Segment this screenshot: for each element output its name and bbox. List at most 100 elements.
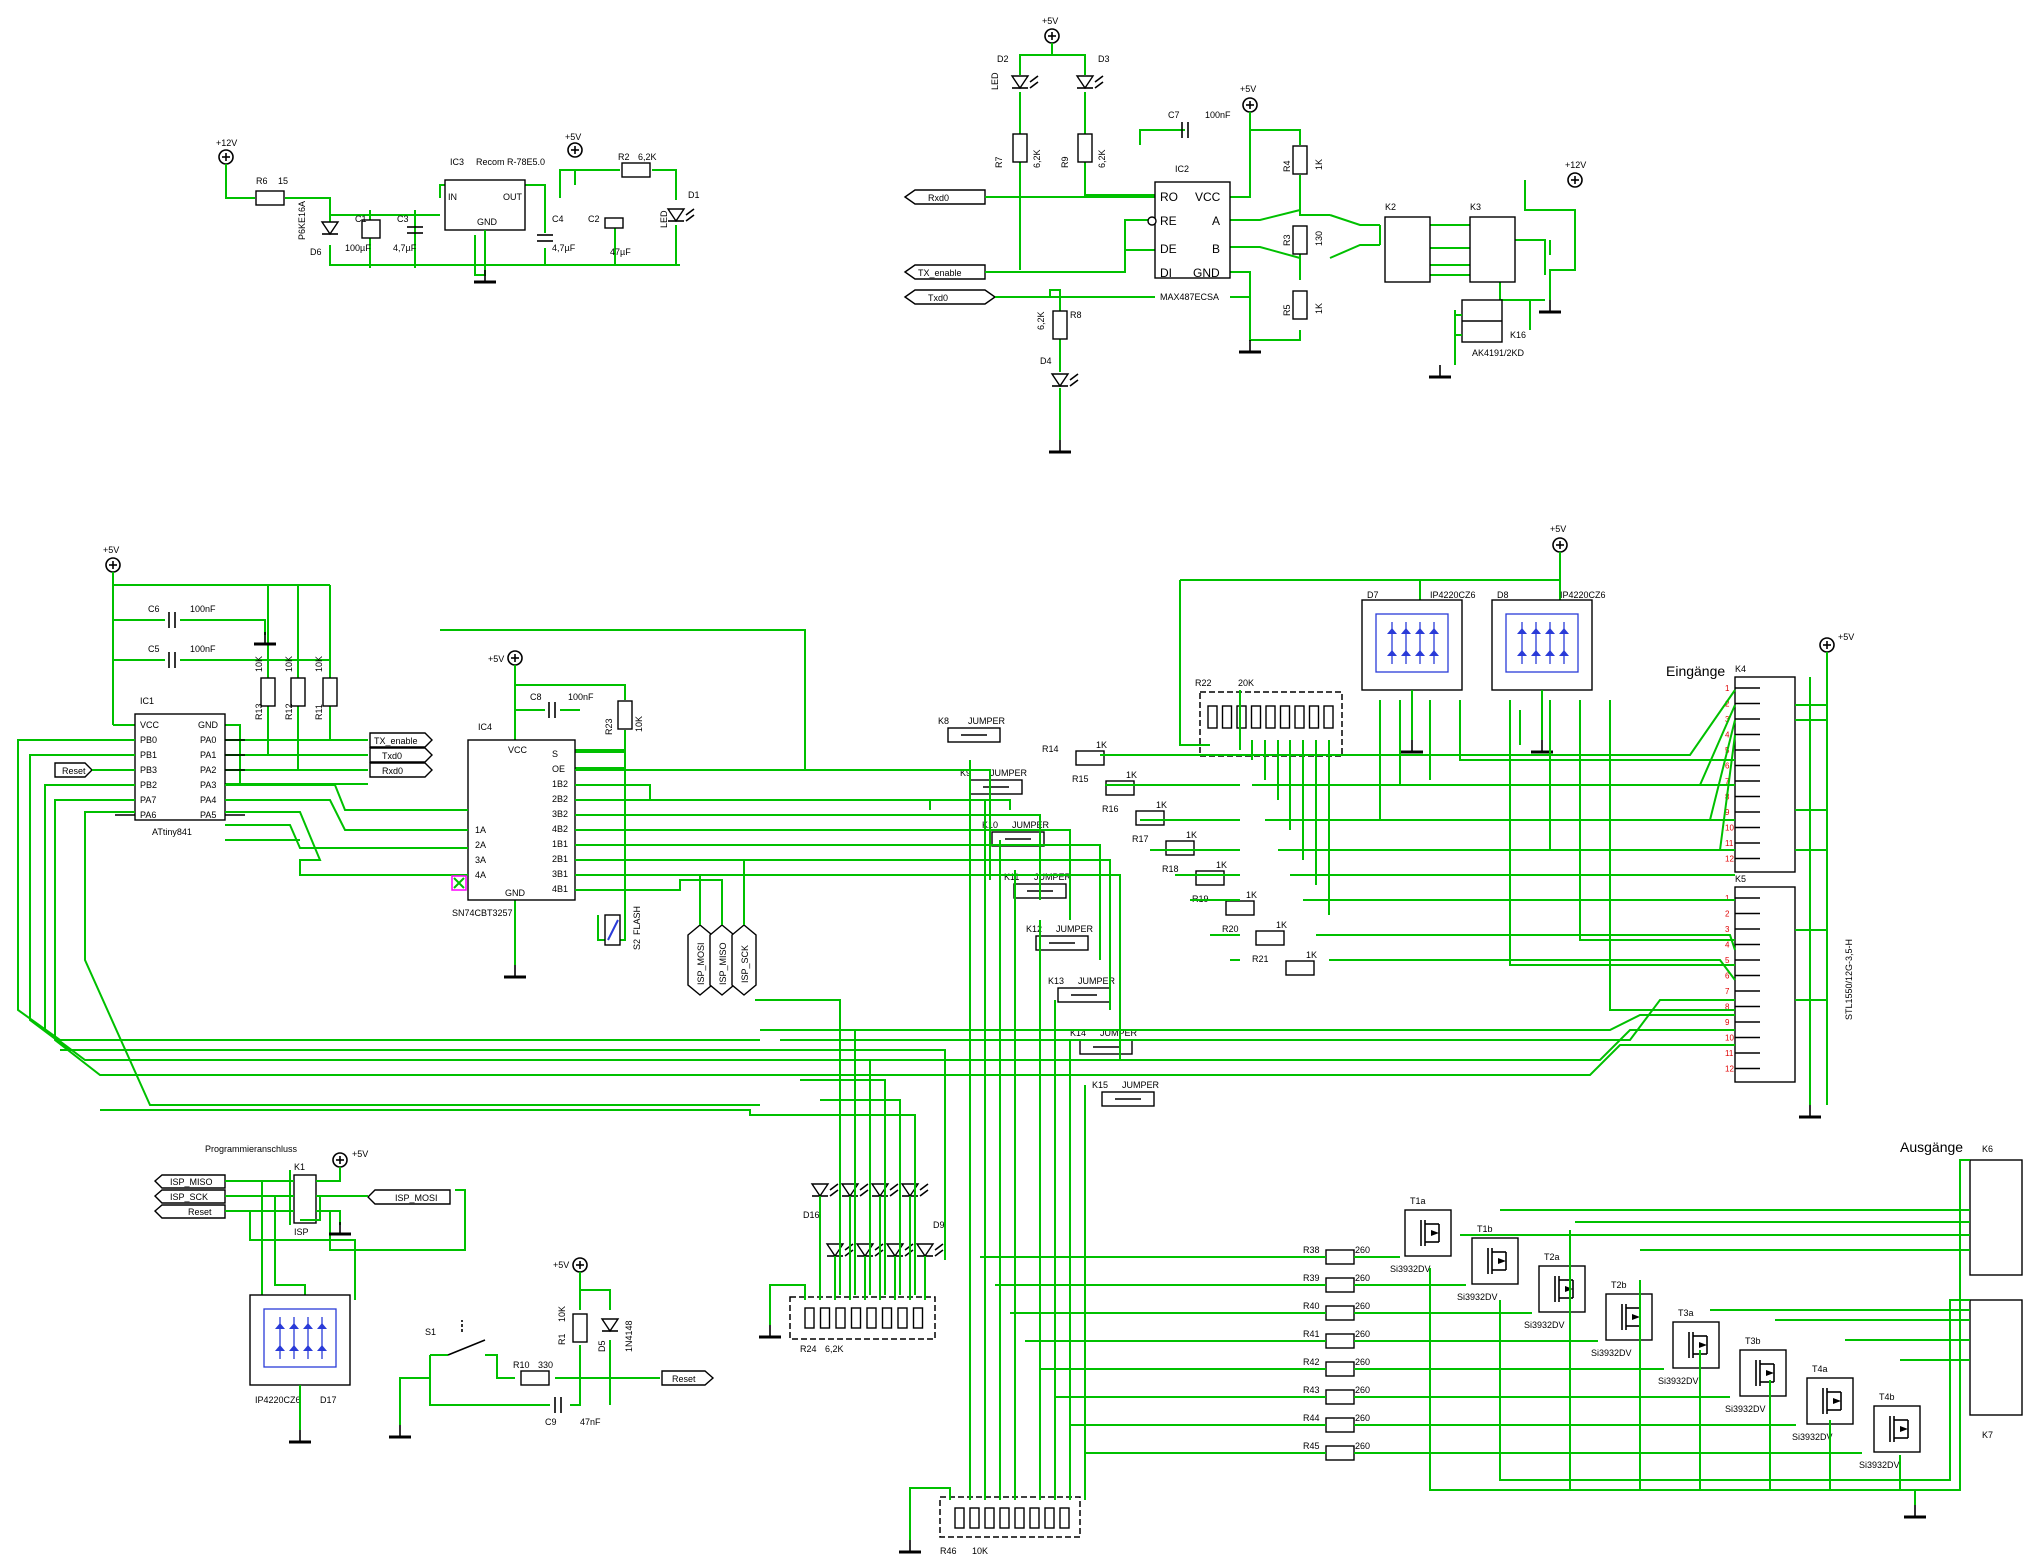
r1-value: 10K	[557, 1306, 567, 1322]
r46-element	[969, 1507, 980, 1529]
power-supply-section: +12V R6 15 D6 P6KE16A C1 100µF C3 4,7µF …	[216, 132, 700, 284]
ic2-value: MAX487ECSA	[1160, 292, 1219, 302]
c7-name: C7	[1168, 110, 1180, 120]
resistor-r38	[1325, 1249, 1355, 1265]
k2-name: K2	[1385, 202, 1396, 212]
k4-pin-number: 3	[1725, 715, 1730, 724]
resistor-value: 260	[1355, 1301, 1370, 1311]
ic1-pin-pa1: PA1	[200, 750, 216, 760]
r22-element	[1265, 705, 1276, 729]
k4-pin-number: 4	[1725, 731, 1730, 740]
resistor-r15	[1105, 780, 1135, 796]
ic1-pin-pa7: PA7	[140, 795, 156, 805]
r22-name: R22	[1195, 678, 1212, 688]
resistor-value: 260	[1355, 1273, 1370, 1283]
r22-element	[1250, 705, 1262, 729]
resistor-value: 1K	[1126, 770, 1137, 780]
k4-pin-number: 9	[1725, 808, 1730, 817]
ic2-gnd: GND	[1193, 266, 1220, 280]
ic4-vcc: VCC	[508, 745, 528, 755]
r46-element	[1059, 1507, 1070, 1529]
jumper-k8	[947, 727, 1001, 743]
ic2-vcc: VCC	[1195, 190, 1221, 204]
d5-name: D5	[597, 1340, 607, 1352]
jumper-label: JUMPER	[1122, 1080, 1160, 1090]
r3-name: R3	[1282, 234, 1292, 246]
ic4-pin-2b1: 2B1	[552, 854, 568, 864]
mosfet-name: T1a	[1410, 1196, 1426, 1206]
jumper-label: JUMPER	[1100, 1028, 1138, 1038]
r13-value: 10K	[254, 656, 264, 672]
c8-name: C8	[530, 692, 542, 702]
r24-name: R24	[800, 1344, 817, 1354]
p12-k-label: +12V	[1565, 160, 1586, 170]
k4-pin-number: 10	[1725, 824, 1734, 833]
r7-value: 6,2K	[1032, 149, 1042, 168]
isp-miso-net: ISP_MISO	[718, 942, 728, 985]
resistor-value: 260	[1355, 1441, 1370, 1451]
ic1-vcc: VCC	[140, 720, 160, 730]
d6-value: P6KE16A	[297, 201, 307, 240]
jumper-name: K8	[938, 716, 949, 726]
resistor-value: 1K	[1276, 920, 1287, 930]
r7-name: R7	[994, 156, 1004, 168]
mosfet-name: T4b	[1879, 1392, 1895, 1402]
r1-name: R1	[557, 1333, 567, 1345]
mosfet-t4a	[1806, 1377, 1854, 1425]
input-section: +5V D7 IP4220CZ6 D8 IP4220CZ6 R22 20K Ei…	[938, 524, 1854, 1119]
d2-name: D2	[997, 54, 1009, 64]
c6-name: C6	[148, 604, 160, 614]
r6-name: R6	[256, 176, 268, 186]
jumper-label: JUMPER	[1078, 976, 1116, 986]
r5-name: R5	[1282, 304, 1292, 316]
r10-name: R10	[513, 1360, 530, 1370]
r24-element	[819, 1307, 831, 1329]
r24-element	[897, 1307, 908, 1329]
k5-pin-number: 11	[1725, 1049, 1734, 1058]
resistor-name: R45	[1303, 1441, 1320, 1451]
mcu-section: +5V C6 100nF C5 100nF R13 10K R12 10K R1…	[54, 545, 433, 837]
jumper-k15	[1101, 1091, 1155, 1107]
isp-sck-label: ISP_SCK	[170, 1192, 208, 1202]
isp-section: Programmieranschluss +5V ISP_MISO ISP_SC…	[153, 1144, 466, 1444]
r9-value: 6,2K	[1097, 149, 1107, 168]
mosfet-value: Si3932DV	[1524, 1320, 1565, 1330]
resistor-name: R44	[1303, 1413, 1320, 1423]
k5-pin-number: 2	[1725, 910, 1730, 919]
p5-label: +5V	[565, 132, 581, 142]
k5-pin-number: 8	[1725, 1003, 1730, 1012]
mosfet-t2a	[1538, 1265, 1586, 1313]
mosfet-value: Si3932DV	[1457, 1292, 1498, 1302]
k45-value: STL1550/12G-3,5-H	[1844, 939, 1854, 1020]
resistor-r16	[1135, 810, 1165, 826]
d8-name: D8	[1497, 590, 1509, 600]
r23-value: 10K	[634, 716, 644, 732]
r46-element	[1014, 1507, 1025, 1529]
ic1-pin-pb0: PB0	[140, 735, 157, 745]
resistor-r43	[1325, 1389, 1355, 1405]
d16-name: D16	[803, 1210, 820, 1220]
mosfet-value: Si3932DV	[1859, 1460, 1900, 1470]
k5-pin-number: 3	[1725, 925, 1730, 934]
r2-value: 6,2K	[638, 152, 657, 162]
s2-value: FLASH	[632, 906, 642, 935]
ic1-value: ATtiny841	[152, 827, 192, 837]
ic4-pin-3a: 3A	[475, 855, 486, 865]
k4-pin-number: 6	[1725, 762, 1730, 771]
status-led-icon	[916, 1243, 944, 1257]
ic2-name: IC2	[1175, 164, 1189, 174]
rxd0-net-label: Rxd0	[382, 766, 403, 776]
reset-net-label: Reset	[62, 766, 86, 776]
resistor-r18	[1195, 870, 1225, 886]
resistor-name: R43	[1303, 1385, 1320, 1395]
mosfet-value: Si3932DV	[1591, 1348, 1632, 1358]
mosfet-value: Si3932DV	[1725, 1404, 1766, 1414]
mosfet-t1a	[1404, 1209, 1452, 1257]
ic4-pin-4b1: 4B1	[552, 884, 568, 894]
p5-ic2-label: +5V	[1240, 84, 1256, 94]
ic1-pin-pa5: PA5	[200, 810, 216, 820]
ic4-name: IC4	[478, 722, 492, 732]
ic1-pin-pa0: PA0	[200, 735, 216, 745]
resistor-value: 260	[1355, 1245, 1370, 1255]
